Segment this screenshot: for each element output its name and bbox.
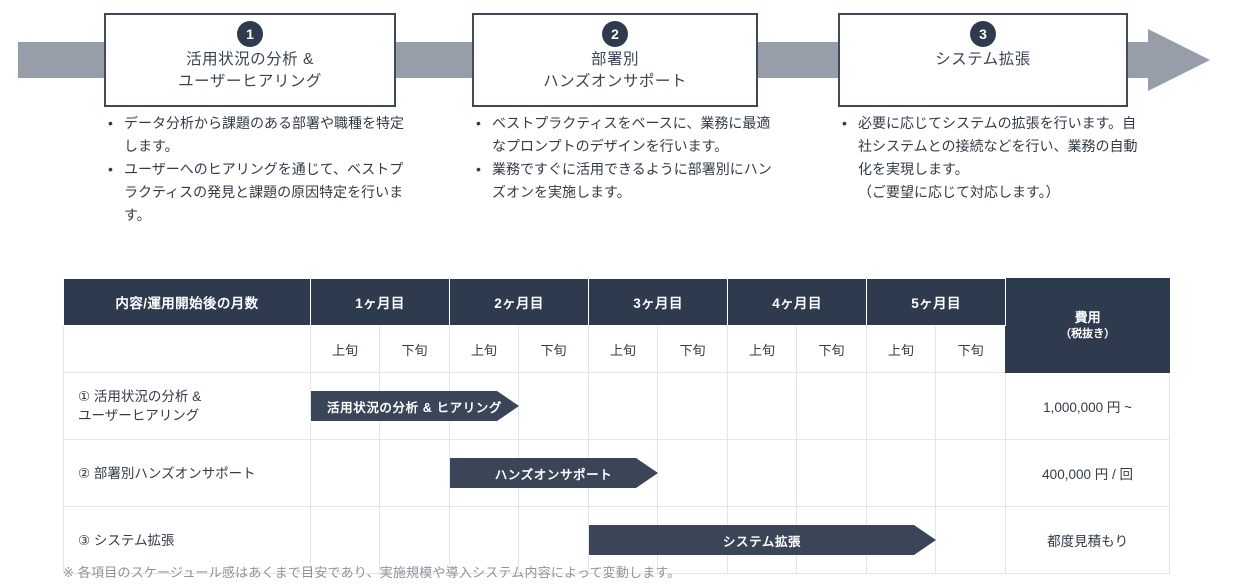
grid-cell [310,439,380,507]
grid-cell [935,372,1007,440]
step-note-3: （ご要望に応じて対応します。） [858,184,1060,200]
list-item: • 業務ですぐに活用できるように部署別にハンズオンを実施します。 [472,158,772,204]
grid-cell [866,506,937,574]
grid-cell [310,506,380,574]
step-number-badge-1: 1 [237,21,263,47]
step-number-badge-3: 3 [970,21,996,47]
process-step-box-2[interactable]: 2 部署別 ハンズオンサポート [472,13,758,107]
grid-cell [449,506,520,574]
header-half-m5-second: 下旬 [935,325,1007,373]
list-item: • データ分析から課題のある部署や職種を特定します。 [104,112,404,158]
header-half-m3-first: 上旬 [588,325,659,373]
table-row: ① 活用状況の分析 & ユーザーヒアリング 1,000,000 円 ~ [63,372,1171,440]
grid-cell [378,506,451,574]
header-half-m5-first: 上旬 [866,325,937,373]
grid-cell [796,506,868,574]
header-month-2: 2ヶ月目 [449,278,590,326]
grid-cell [657,439,729,507]
grid-cell [449,372,520,440]
cost-header-sub: （税抜き） [1060,327,1116,340]
grid-cell [588,372,659,440]
grid-cell [935,506,1007,574]
grid-cell [518,506,590,574]
list-item: • 必要に応じてシステムの拡張を行います。自社システムとの接続などを行い、業務の… [838,112,1138,181]
row-label-1: ① 活用状況の分析 & ユーザーヒアリング [63,372,311,440]
cost-header-main: 費用 [1074,309,1101,325]
header-half-m1-second: 下旬 [378,325,451,373]
bullet-text: 必要に応じてシステムの拡張を行います。自社システムとの接続などを行い、業務の自動… [858,115,1138,177]
header-half-m3-second: 下旬 [657,325,729,373]
header-half-m4-second: 下旬 [796,325,868,373]
grid-cell [378,372,451,440]
list-item: • ベストプラクティスをベースに、業務に最適なプロンプトのデザインを行います。 [472,112,772,158]
header-month-1: 1ヶ月目 [309,278,451,326]
row-label-3: ③ システム拡張 [63,506,311,574]
step-title-2: 部署別 ハンズオンサポート [543,51,687,90]
header-half-m1-first: 上旬 [310,325,380,373]
grid-cell [727,439,798,507]
grid-cell [518,372,590,440]
header-month-3: 3ヶ月目 [588,278,729,326]
bullet-dot-icon: • [108,115,113,131]
bullet-list-2: • ベストプラクティスをベースに、業務に最適なプロンプトのデザインを行います。 … [472,112,772,204]
schedule-table: 内容/運用開始後の月数 1ヶ月目 2ヶ月目 3ヶ月目 4ヶ月目 5ヶ月目 費用 … [63,278,1171,574]
flow-arrow-head-icon [1148,29,1210,91]
row-label-2: ② 部署別ハンズオンサポート [63,439,311,507]
grid-cell [588,439,659,507]
grid-cell [866,372,937,440]
step-title-1: 活用状況の分析 & ユーザーヒアリング [178,51,322,90]
grid-cell [935,439,1007,507]
header-month-4: 4ヶ月目 [727,278,868,326]
process-step-box-3[interactable]: 3 システム拡張 [838,13,1128,107]
step-bullets-1: • データ分析から課題のある部署や職種を特定します。 • ユーザーへのヒアリング… [104,112,404,227]
grid-cell [796,439,868,507]
process-step-box-1[interactable]: 1 活用状況の分析 & ユーザーヒアリング [104,13,396,107]
grid-cell [727,506,798,574]
cost-cell-1: 1,000,000 円 ~ [1005,372,1171,440]
bullet-text: ベストプラクティスをベースに、業務に最適なプロンプトのデザインを行います。 [492,115,771,154]
bullet-text: データ分析から課題のある部署や職種を特定します。 [124,115,404,154]
grid-cell [378,439,451,507]
process-flow-section: 1 活用状況の分析 & ユーザーヒアリング 2 部署別 ハンズオンサポート 3 … [0,0,1244,240]
list-item: • ユーザーへのヒアリングを通じて、ベストプラクティスの発見と課題の原因特定を行… [104,158,404,227]
table-footnote: ※ 各項目のスケージュール感はあくまで目安であり、実施規模や導入システム内容によ… [63,565,681,580]
step-bullets-3: • 必要に応じてシステムの拡張を行います。自社システムとの接続などを行い、業務の… [838,112,1138,204]
table-row: ② 部署別ハンズオンサポート 400,000 円 / 回 [63,439,1171,507]
header-content-column: 内容/運用開始後の月数 [63,278,311,326]
step-number-badge-2: 2 [602,21,628,47]
bullet-dot-icon: • [842,115,847,131]
step-bullets-2: • ベストプラクティスをベースに、業務に最適なプロンプトのデザインを行います。 … [472,112,772,204]
cost-cell-2: 400,000 円 / 回 [1005,439,1171,507]
bullet-dot-icon: • [476,161,481,177]
header-spacer-cell [63,325,311,373]
header-half-m2-second: 下旬 [518,325,590,373]
table-header-row-months: 内容/運用開始後の月数 1ヶ月目 2ヶ月目 3ヶ月目 4ヶ月目 5ヶ月目 費用 … [63,278,1171,373]
bullet-text: 業務ですぐに活用できるように部署別にハンズオンを実施します。 [492,161,772,200]
bullet-list-1: • データ分析から課題のある部署や職種を特定します。 • ユーザーへのヒアリング… [104,112,404,227]
bullet-dot-icon: • [108,161,113,177]
step-title-3: システム拡張 [935,51,1031,68]
header-cost-column: 費用 （税抜き） [1005,278,1171,373]
cost-cell-3: 都度見積もり [1005,506,1171,574]
grid-cell [449,439,520,507]
grid-cell [518,439,590,507]
header-half-m2-first: 上旬 [449,325,520,373]
grid-cell [727,372,798,440]
header-half-m4-first: 上旬 [727,325,798,373]
grid-cell [657,372,729,440]
grid-cell [796,372,868,440]
grid-cell [866,439,937,507]
bullet-dot-icon: • [476,115,481,131]
grid-cell [310,372,380,440]
table-header-row-halves: 上旬 下旬 上旬 下旬 上旬 下旬 上旬 下旬 上旬 下旬 [63,325,1170,373]
header-month-5: 5ヶ月目 [866,278,1007,326]
bullet-text: ユーザーへのヒアリングを通じて、ベストプラクティスの発見と課題の原因特定を行いま… [124,161,404,223]
bullet-list-3: • 必要に応じてシステムの拡張を行います。自社システムとの接続などを行い、業務の… [838,112,1138,204]
